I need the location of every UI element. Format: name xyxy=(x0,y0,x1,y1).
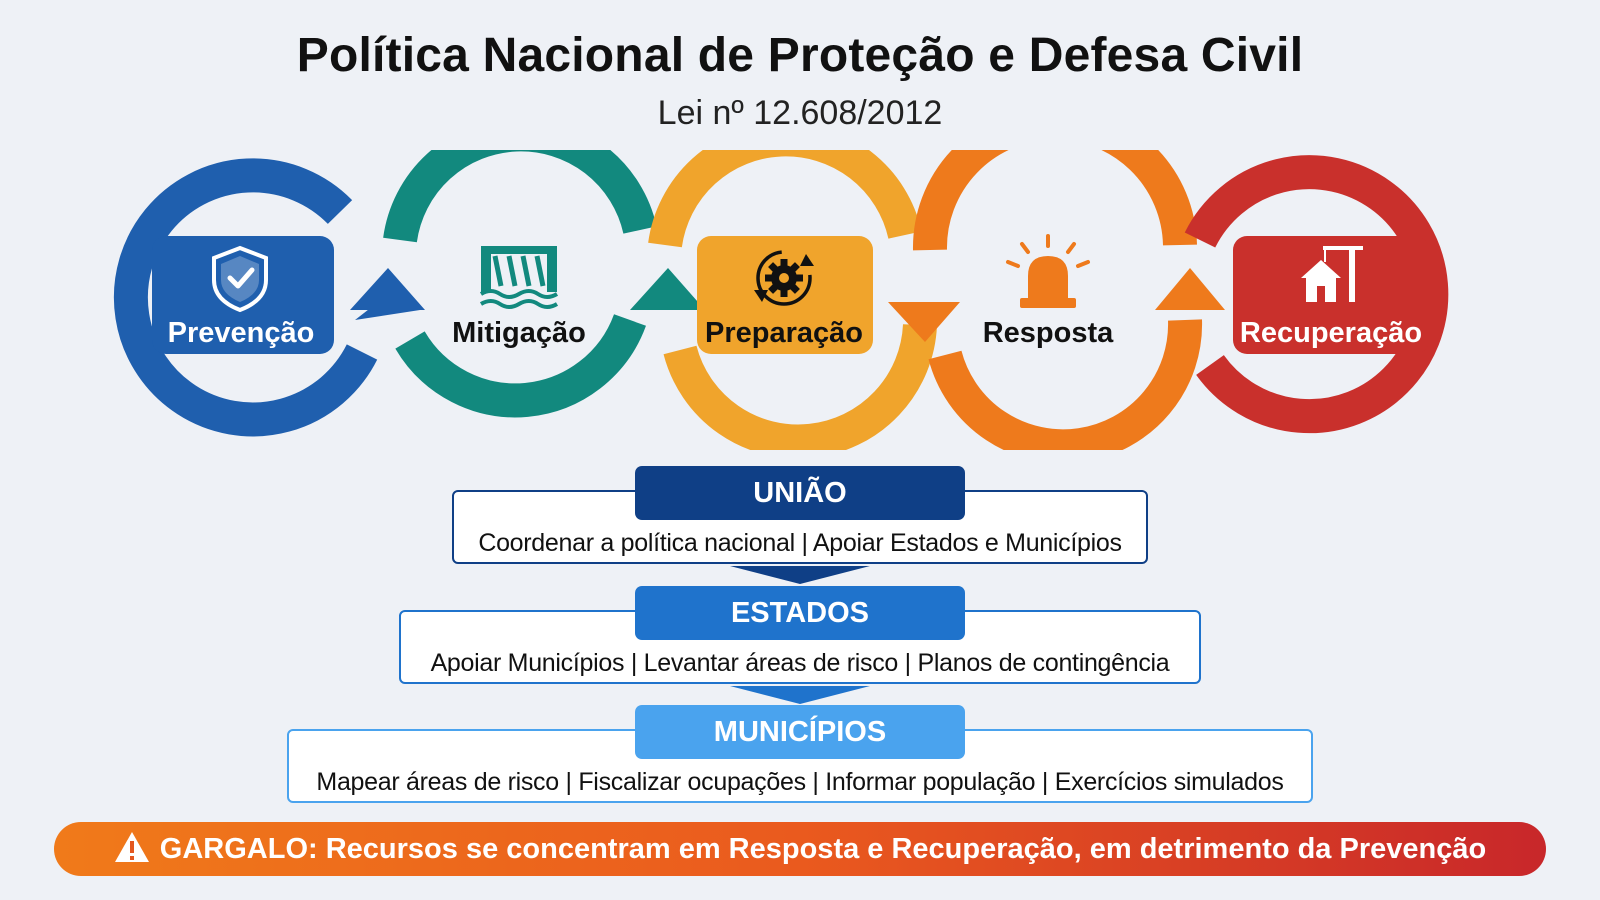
phase-label-prevencao: Prevenção xyxy=(167,317,315,349)
ring-mitigacao xyxy=(383,150,705,418)
bottleneck-warning-text: GARGALO: Recursos se concentram em Respo… xyxy=(159,833,1487,865)
page-subtitle: Lei nº 12.608/2012 xyxy=(657,94,943,132)
ring-resposta xyxy=(888,150,1225,450)
level-connector xyxy=(730,566,870,584)
level-municipios-text: Mapear áreas de risco | Fiscalizar ocupa… xyxy=(316,768,1284,796)
siren-icon xyxy=(1006,234,1090,308)
warning-triangle-icon xyxy=(114,832,149,863)
level-municipios-tab: MUNICÍPIOS xyxy=(635,705,965,759)
house-crane-icon xyxy=(1301,246,1363,302)
ring-recuperacao xyxy=(1184,155,1449,434)
level-estados-text: Apoiar Municípios | Levantar áreas de ri… xyxy=(430,649,1170,677)
level-uniao-tab: UNIÃO xyxy=(635,466,965,520)
page-title: Política Nacional de Proteção e Defesa C… xyxy=(296,29,1304,82)
dam-water-icon xyxy=(479,246,559,309)
ring-preparacao xyxy=(648,150,937,450)
phase-cycle-diagram xyxy=(113,150,1449,450)
level-estados-tab: ESTADOS xyxy=(635,586,965,640)
gear-cycle-icon xyxy=(754,250,814,306)
phase-label-mitigacao: Mitigação xyxy=(452,317,586,349)
phase-label-recuperacao: Recuperação xyxy=(1239,317,1423,349)
phase-label-preparacao: Preparação xyxy=(705,317,863,349)
ring-prevencao xyxy=(113,158,425,437)
prevencao-box xyxy=(152,236,334,354)
level-connector xyxy=(730,686,870,704)
bottleneck-warning-banner: GARGALO: Recursos se concentram em Respo… xyxy=(54,822,1546,876)
phase-label-resposta: Resposta xyxy=(982,317,1114,349)
level-uniao-text: Coordenar a política nacional | Apoiar E… xyxy=(478,529,1122,557)
shield-check-icon xyxy=(212,245,268,313)
